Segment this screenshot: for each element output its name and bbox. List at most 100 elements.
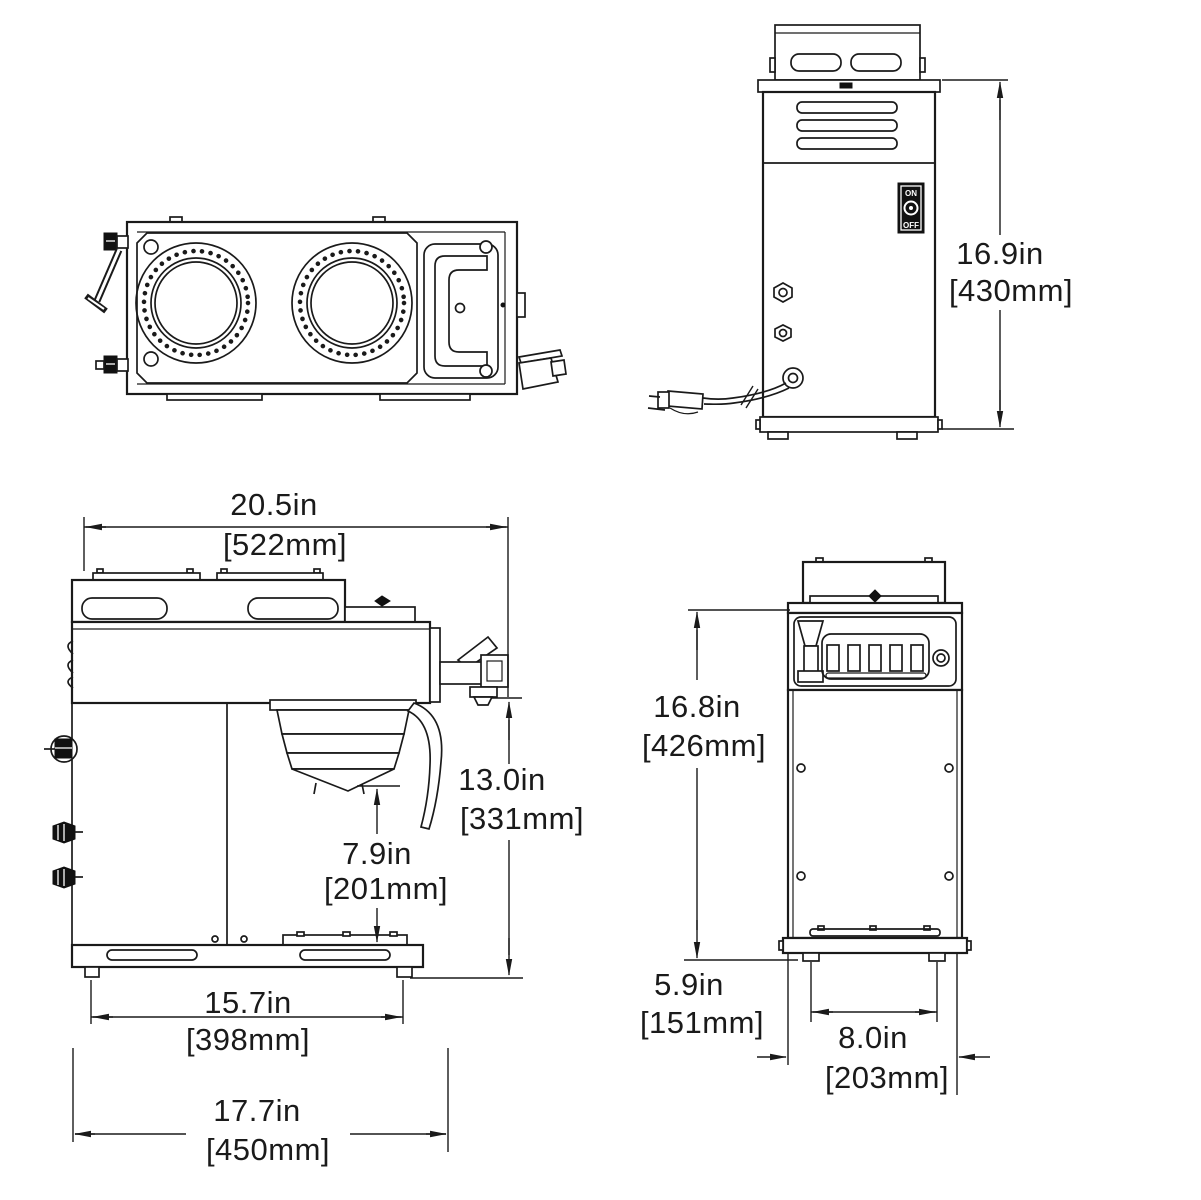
foot xyxy=(767,431,789,440)
faucet-front xyxy=(796,620,825,683)
clip xyxy=(67,659,74,674)
cap-vent xyxy=(850,53,902,72)
base-band xyxy=(759,416,939,433)
plate-nub xyxy=(389,931,398,937)
brew-switch xyxy=(889,644,903,672)
power-plug xyxy=(666,390,704,410)
body-screw xyxy=(944,871,954,881)
top-cap xyxy=(769,24,926,81)
dim-label-mm: [426mm] xyxy=(642,728,766,763)
switch-slot xyxy=(825,672,927,679)
dim-faucet-height: 13.0in [331mm] xyxy=(410,697,584,979)
vent-slot xyxy=(796,119,898,132)
cap-tab xyxy=(769,57,776,73)
dim-feet-span: 15.7in [398mm] xyxy=(90,980,404,1057)
warmer-shelf xyxy=(70,578,347,624)
panel-screw xyxy=(479,364,493,378)
warmer-burner-left xyxy=(135,242,257,364)
indicator-light-center xyxy=(936,653,946,663)
dim-label-in: 16.8in xyxy=(653,689,740,724)
switch-toggle-dot xyxy=(909,206,913,210)
panel-screw xyxy=(143,239,159,255)
tray-slot xyxy=(809,928,941,937)
pin xyxy=(500,302,506,308)
warmer-panel xyxy=(136,232,418,384)
dim-label-in: 20.5in xyxy=(230,487,317,522)
foot xyxy=(896,431,918,440)
burner-dot-ring xyxy=(141,248,251,358)
back-view: ON OFF xyxy=(647,24,1073,440)
cap-tab xyxy=(919,57,926,73)
funnel-tip xyxy=(291,768,395,792)
mount-pad xyxy=(379,393,471,401)
switch-cluster xyxy=(821,633,930,680)
plate-nub xyxy=(869,925,877,931)
foot xyxy=(84,966,100,978)
front-view: 16.8in [426mm] 5.9in [151mm] 8.0in [203m… xyxy=(640,557,990,1095)
faucet-spout-tip xyxy=(472,696,494,706)
dim-label-mm: [398mm] xyxy=(186,1022,310,1057)
switch-off-label: OFF xyxy=(903,221,919,230)
power-switch: ON OFF xyxy=(897,182,925,234)
plug-tail xyxy=(669,407,699,415)
dim-back-height: 16.9in [430mm] xyxy=(942,79,1073,430)
switch-on-label: ON xyxy=(905,189,917,198)
panel-screw xyxy=(143,351,159,367)
hex-fitting-upper xyxy=(773,282,793,303)
dim-label-mm: [201mm] xyxy=(324,871,448,906)
warmer-burner-right xyxy=(291,242,413,364)
base-screw xyxy=(240,935,248,943)
brew-switch xyxy=(868,644,882,672)
plug-prong xyxy=(648,395,661,398)
shelf-handle-slot xyxy=(247,597,339,620)
base-screw xyxy=(211,935,219,943)
shelf-handle-slot xyxy=(81,597,168,620)
dim-label-mm: [151mm] xyxy=(640,1005,764,1040)
cord-break-mark xyxy=(740,385,754,406)
foot xyxy=(928,952,946,962)
lip-latch xyxy=(839,82,853,89)
faucet-stem xyxy=(803,645,819,673)
plate-nub xyxy=(817,925,825,931)
tray-slot xyxy=(106,949,198,961)
base-band xyxy=(781,936,969,955)
foot xyxy=(802,952,820,962)
front-base xyxy=(778,925,972,962)
funnel-prong xyxy=(313,782,317,795)
dim-depth: 20.5in [522mm] xyxy=(83,487,509,697)
brew-switch xyxy=(847,644,861,672)
burner-dot-ring xyxy=(297,248,407,358)
tray-slot xyxy=(299,949,391,961)
cord-break-mark xyxy=(745,388,759,409)
dim-front-width: 8.0in [203mm] xyxy=(757,952,990,1095)
dim-label-mm: [203mm] xyxy=(825,1060,949,1095)
base-nub xyxy=(755,419,761,430)
hex-bolt xyxy=(52,866,83,889)
vent-slot xyxy=(796,137,898,150)
panel-screw xyxy=(479,240,493,254)
side-base xyxy=(70,931,425,978)
control-panel xyxy=(793,616,957,687)
dim-front-height: 16.8in [426mm] xyxy=(642,609,798,961)
dim-label-in: 7.9in xyxy=(342,836,412,871)
base-band xyxy=(70,943,425,969)
cap-screw xyxy=(868,589,882,603)
dim-label-mm: [450mm] xyxy=(206,1132,330,1167)
base-nub xyxy=(937,419,943,430)
cord-grommet xyxy=(782,367,804,389)
clip xyxy=(67,676,74,689)
rail-screw xyxy=(374,595,391,607)
faucet-base xyxy=(797,670,824,683)
brewer-head xyxy=(70,620,432,705)
front-body xyxy=(786,688,964,940)
base-nub xyxy=(966,940,972,951)
plate-nub xyxy=(296,931,305,937)
dim-label-in: 13.0in xyxy=(458,762,545,797)
cap-vent xyxy=(790,53,842,72)
mount-pad xyxy=(166,393,263,401)
dim-front-feet-span: 5.9in [151mm] xyxy=(640,962,938,1040)
hex-bolt xyxy=(52,821,83,844)
dim-label-mm: [430mm] xyxy=(949,273,1073,308)
